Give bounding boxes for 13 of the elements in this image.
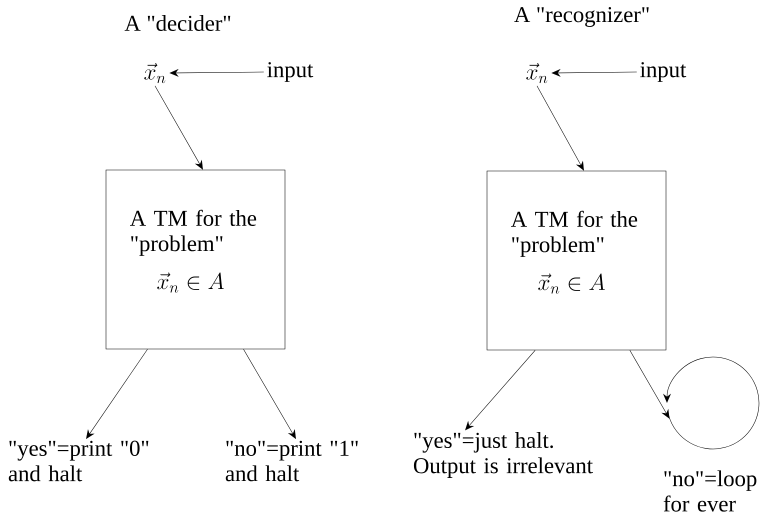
outcome-text: "no"=loop for ever [664, 470, 756, 512]
variable-label: $\vec{x}_n$ [144, 63, 166, 84]
process-box: A TM for the "problem" $\vec{x}_n \in A$ [106, 170, 286, 350]
process-box: A TM for the "problem" $\vec{x}_n \in A$ [486, 170, 666, 350]
arrow [465, 350, 536, 430]
outcome-text: "yes"=just halt. Output is irrelevant [414, 432, 593, 478]
input-label: input [640, 62, 686, 82]
outcome-text: "no"=print "1" and halt [226, 440, 358, 482]
input-label: input [267, 62, 314, 82]
variable-label: $\vec{x}_n$ [526, 63, 548, 84]
outcome-text: "yes"=print "0" and halt [8, 440, 148, 482]
panel-title: A "recognizer" [514, 7, 649, 27]
panel-title: A "decider" [124, 15, 230, 31]
